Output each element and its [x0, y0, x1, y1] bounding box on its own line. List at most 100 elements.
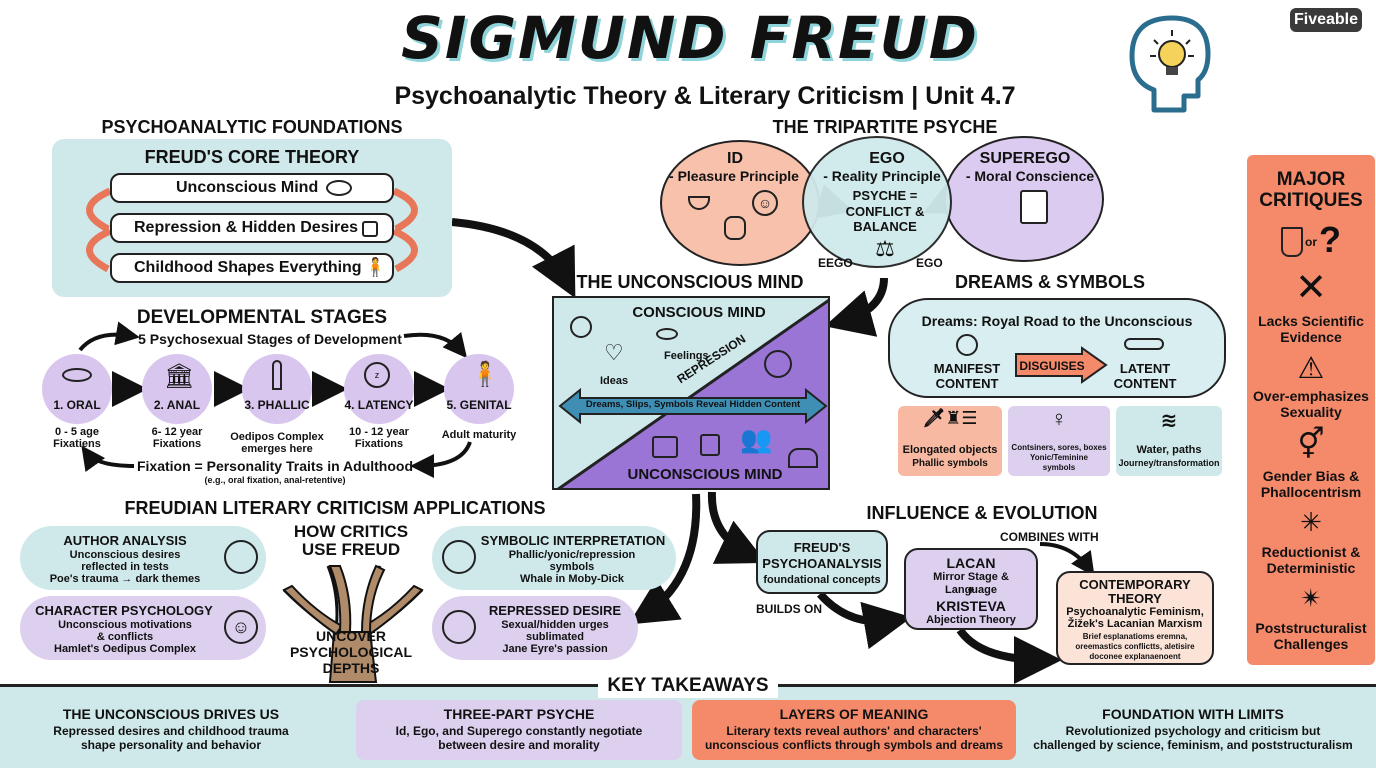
- ego-circle: [802, 136, 952, 268]
- child-icon: 🧍: [364, 257, 387, 277]
- stage-label: 3. PHALLIC: [244, 398, 310, 412]
- stage-note: Oedipos Complex: [230, 431, 324, 443]
- cycle-arrows: [86, 187, 418, 273]
- plus-sign: +: [967, 583, 975, 597]
- lock-icon: [362, 221, 378, 237]
- writer-icon: [224, 540, 258, 574]
- stage-note: 6- 12 year: [151, 426, 203, 438]
- critique-line: Sexuality: [1280, 404, 1342, 420]
- latent-label: CONTENT: [1113, 376, 1177, 391]
- stages-heading: DEVELOPMENTAL STAGES: [136, 307, 388, 328]
- temple-icon: 🏛: [164, 363, 195, 390]
- critiques-heading: MAJOR: [1276, 169, 1346, 190]
- takeaway-title: LAYERS OF MEANING: [779, 706, 929, 722]
- critiques-heading: CRITIQUES: [1259, 190, 1363, 211]
- app-character-psychology: CHARACTER PSYCHOLOGY Unconscious motivat…: [20, 596, 266, 660]
- contemporary-label: THEORY: [1108, 591, 1162, 606]
- tree-trunk-label: UNCOVER: [315, 628, 386, 644]
- ego-center: CONFLICT &: [845, 204, 925, 219]
- takeaway-line: challenged by science, feminism, and pos…: [1033, 738, 1353, 752]
- takeaways-band: [0, 684, 1376, 768]
- theater-masks-icon: ☺: [224, 610, 258, 644]
- stage-latency: z 4. LATENCY: [344, 354, 414, 424]
- question-mark-icon: ?: [1319, 219, 1341, 260]
- takeaway-line: Repressed desires and childhood trauma: [53, 724, 289, 738]
- manifest-label: MANIFEST: [933, 361, 1001, 376]
- critique-line: Challenges: [1273, 636, 1349, 652]
- takeaway-foundation: FOUNDATION WITH LIMITS Revolutionized ps…: [1026, 700, 1360, 760]
- person-icon: 🧍: [470, 361, 500, 388]
- converging-arrows-icon: ✳: [1300, 507, 1322, 537]
- dream-cloud-title: Dreams: Royal Road to the Unconscious: [921, 313, 1193, 329]
- psyche-heading: THE TRIPARTITE PSYCHE: [772, 117, 998, 137]
- takeaway-line: between desire and morality: [438, 738, 600, 752]
- people-icon: 👥: [740, 424, 773, 454]
- sleeping-face-icon: z: [364, 362, 390, 388]
- critique-line: Gender Bias &: [1262, 468, 1360, 484]
- contemporary-line: Psychoanalytic Feminism,: [1066, 606, 1204, 618]
- sleeping-face-icon: [956, 334, 978, 356]
- eye-icon: [656, 328, 678, 340]
- takeaway-line: unconscious conflicts through symbols an…: [704, 738, 1004, 752]
- dream-cloud: [888, 298, 1226, 398]
- takeaway-layers: LAYERS OF MEANING Literary texts reveal …: [692, 700, 1016, 760]
- tree-center-label: USE FREUD: [301, 540, 401, 559]
- takeaway-line: Revolutionized psychology and criticism …: [1065, 724, 1321, 738]
- takeaway-unconscious: THE UNCONSCIOUS DRIVES US Repressed desi…: [16, 700, 340, 760]
- critique-line: Phallocentrism: [1260, 484, 1362, 500]
- app-title: REPRESSED DESIRE: [488, 603, 622, 618]
- stage-note: Fixatiens: [53, 438, 101, 450]
- scales-icon: ⚖: [875, 236, 895, 261]
- takeaway-title: THREE-PART PSYCHE: [443, 706, 595, 722]
- obelisk-icon: [272, 360, 282, 390]
- food-bowl-icon: [688, 196, 710, 210]
- app-line: Phallic/yonic/repression: [508, 549, 636, 561]
- fixation-text: Fixation = Personality Traits in Adultho…: [136, 458, 413, 474]
- head-thoughts-icon: [764, 350, 792, 378]
- lacan-kristeva-box: LACAN Mirror Stage & Language + KRISTEVA…: [904, 548, 1038, 630]
- app-symbolic-interpretation: SYMBOLIC INTERPRETATION Phallic/yonic/re…: [432, 526, 676, 590]
- figures-icon: [788, 448, 818, 468]
- stage-anal: 🏛 2. ANAL: [142, 354, 212, 424]
- dreams-band-label: Dreams, Slips, Symbols Reveal Hidden Con…: [585, 399, 801, 410]
- lock-icon: [700, 434, 720, 456]
- takeaway-line: shape personality and behavior: [80, 738, 262, 752]
- tree-illustration: [270, 556, 436, 683]
- symbol-line: Water, paths: [1136, 444, 1202, 456]
- lacan-desc: Mirror Stage & Language: [933, 571, 1009, 596]
- ego-title: EGO: [869, 150, 905, 167]
- core-theory-title: FREUD'S CORE THEORY: [144, 147, 360, 167]
- tree-center-label: HOW CRITICS: [293, 522, 409, 541]
- symbol-line: symbols: [1042, 463, 1076, 472]
- unconscious-heading: THE UNCONSCIOUS MIND: [576, 272, 804, 292]
- core-item-label: Unconscious Mind: [176, 179, 319, 196]
- disguises-arrow: [1015, 346, 1108, 384]
- dreams-heading: DREAMS & SYMBOLS: [954, 272, 1145, 292]
- manifest-label: CONTENT: [935, 376, 999, 391]
- symbol-line: Yonic/Temininе: [1030, 453, 1088, 462]
- superego-desc: - Moral Conscience: [965, 168, 1095, 184]
- critique-line: Lacks Scientific: [1258, 313, 1364, 329]
- kristeva-desc: Abjection Theory: [926, 614, 1016, 626]
- app-line: Sexual/hidden urges: [501, 619, 609, 631]
- symbol-line: Journey/transformation: [1118, 458, 1220, 468]
- flask-icon: [1281, 227, 1303, 257]
- mind-split: [554, 298, 828, 488]
- stage-note: Adult maturity: [441, 429, 517, 441]
- devil-icon: ☺: [752, 190, 778, 216]
- stage-genital: 🧍 5. GENITAL: [444, 354, 514, 424]
- app-title: AUTHOR ANALYSIS: [63, 533, 187, 548]
- applications-heading: FREUDIAN LITERARY CRITICISM APPLICATIONS: [124, 498, 546, 518]
- brain-lightbulb-icon: [1124, 10, 1216, 114]
- female-symbol-icon: ♀: [1050, 406, 1068, 431]
- tree-trunk-label: DEPTHS: [322, 660, 380, 676]
- app-repressed-desire: REPRESSED DESIRE Sexual/hidden urges sub…: [432, 596, 638, 660]
- ego-center: PSYCHE =: [852, 188, 918, 203]
- document-pen-icon: [1020, 190, 1048, 224]
- cross-icon: ✕: [1295, 267, 1327, 309]
- kristeva-label: KRISTEVA: [936, 598, 1006, 614]
- stage-note: Fixations: [152, 438, 202, 450]
- heart-icon: ♡: [604, 340, 624, 365]
- app-author-analysis: AUTHOR ANALYSIS Unconscious desires refl…: [20, 526, 266, 590]
- app-line: & conflicts: [96, 631, 154, 643]
